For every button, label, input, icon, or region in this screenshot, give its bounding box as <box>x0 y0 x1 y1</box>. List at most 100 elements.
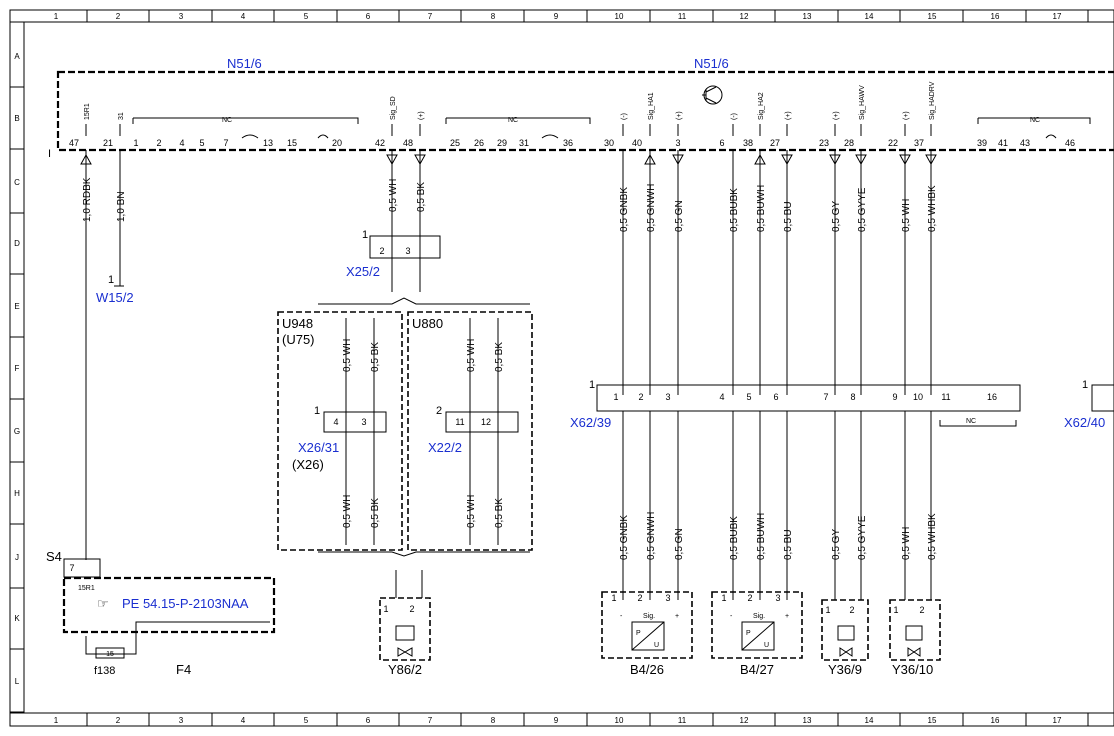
x22-2-num: 2 <box>436 405 442 417</box>
grid-row: G <box>14 427 20 436</box>
module-pin: 31 <box>519 138 529 148</box>
grid-col-top: 16 <box>991 12 1000 21</box>
x62-40-label: X62/40 <box>1064 415 1105 430</box>
x22-2-pin-b: 12 <box>481 417 491 427</box>
module-signal-label: Sig_HA2 <box>758 92 765 120</box>
wire-label: 0,5 BU <box>783 201 794 232</box>
grid-col-top: 6 <box>366 12 371 21</box>
u948-label: U948 <box>282 316 313 331</box>
x26-31-label: X26/31 <box>298 440 339 455</box>
grid-col-top: 11 <box>678 12 687 21</box>
b4-26-mark-1: - <box>620 613 623 620</box>
b4-27-pin-1: 1 <box>721 593 726 603</box>
module-pin: 40 <box>632 138 642 148</box>
y36-9-pin-2: 2 <box>849 605 854 615</box>
module-pin: 27 <box>770 138 780 148</box>
b4-26-pin-1: 1 <box>611 593 616 603</box>
module-pin: 42 <box>375 138 385 148</box>
b4-27-pin-2: 2 <box>747 593 752 603</box>
wire-label: 0,5 GYYE <box>857 187 868 232</box>
b4-26-label: B4/26 <box>630 662 664 677</box>
module-signal-label: (-) <box>621 113 628 120</box>
x62-39-nc: NC <box>966 418 976 425</box>
module-pin: 13 <box>263 138 273 148</box>
w15-2-label: W15/2 <box>96 290 134 305</box>
module-pin: 2 <box>156 138 161 148</box>
x25-2-pin-b: 3 <box>405 246 410 256</box>
wire-label: 0,5 WH <box>342 495 353 528</box>
wire-label: 0,5 GN <box>674 528 685 560</box>
grid-col-bottom: 13 <box>803 716 812 725</box>
module-signal-label: 31 <box>118 112 125 120</box>
module-pin: 15 <box>287 138 297 148</box>
module-pin: 1 <box>133 138 138 148</box>
module-pin: 25 <box>450 138 460 148</box>
b4-26-sym-p: P <box>636 630 641 637</box>
module-pin: 7 <box>223 138 228 148</box>
module-label-right: N51/6 <box>694 56 729 71</box>
module-pin: 3 <box>675 138 680 148</box>
y36-10-pin-2: 2 <box>919 605 924 615</box>
connector-marker: I <box>48 148 51 160</box>
grid-col-top: 8 <box>491 12 496 21</box>
grid-col-bottom: 5 <box>304 716 309 725</box>
grid-row: J <box>15 553 19 562</box>
b4-27-mark-2: Sig. <box>753 613 765 620</box>
x25-2-num: 1 <box>362 229 368 241</box>
grid-col-bottom: 10 <box>615 716 624 725</box>
grid-row: E <box>14 302 19 311</box>
wire-label: 1,0 RDBK <box>82 177 93 222</box>
module-pin: 6 <box>719 138 724 148</box>
grid-col-top: 2 <box>116 12 121 21</box>
wire-label: 0,5 WHBK <box>927 513 938 560</box>
b4-26-mark-3: + <box>675 613 679 620</box>
module-signal-label: Sig_HAWV <box>859 85 866 120</box>
x62-39-pin: 11 <box>941 392 950 402</box>
grid-row: H <box>14 489 20 498</box>
wire-label: 0,5 BUWH <box>756 185 767 232</box>
nc-label-2: NC <box>508 117 518 124</box>
b4-27-label: B4/27 <box>740 662 774 677</box>
x25-2-pin-a: 2 <box>379 246 384 256</box>
wire-label: 0,5 BUWH <box>756 513 767 560</box>
wire-label: 0,5 BU <box>783 529 794 560</box>
connector-x26-31: 1 4 3 X26/31 (X26) <box>292 405 387 472</box>
y86-2-pin-2: 2 <box>409 604 414 614</box>
f138-label: f138 <box>94 665 115 677</box>
x62-39-pin: 10 <box>913 392 923 402</box>
grid-col-bottom: 6 <box>366 716 371 725</box>
grid-col-top: 13 <box>803 12 812 21</box>
x62-40-num: 1 <box>1082 379 1088 391</box>
module-pin: 23 <box>819 138 829 148</box>
x62-39-label: X62/39 <box>570 415 611 430</box>
wire-label: 0,5 BK <box>416 182 427 212</box>
b4-27-mark-1: - <box>730 613 733 620</box>
nc-label-1: NC <box>222 117 232 124</box>
wire-label: 0,5 WH <box>901 527 912 560</box>
grid-col-bottom: 12 <box>740 716 749 725</box>
grid-col-bottom: 16 <box>991 716 1000 725</box>
wire-label: 0,5 BK <box>494 498 505 528</box>
module-signal-label: 15R1 <box>84 103 91 120</box>
grid-col-top: 10 <box>615 12 624 21</box>
wire-label: 0,5 GY <box>831 529 842 560</box>
grid-row: C <box>14 178 20 187</box>
grid-col-bottom: 9 <box>554 716 559 725</box>
switch-s4: S4 7 15R1 ☞ PE 54.15-P-2103NAA 15 f138 F… <box>46 549 276 677</box>
ref-link[interactable]: PE 54.15-P-2103NAA <box>122 596 249 611</box>
module-signal-label: (+) <box>785 111 792 120</box>
x22-2-label: X22/2 <box>428 440 462 455</box>
b4-27-mark-3: + <box>785 613 789 620</box>
grid-col-top: 5 <box>304 12 309 21</box>
module-pin: 41 <box>998 138 1008 148</box>
x26-31-num: 1 <box>314 405 320 417</box>
b4-27-pin-3: 3 <box>775 593 780 603</box>
grid-col-bottom: 15 <box>928 716 937 725</box>
fuse-num: 15 <box>106 651 114 658</box>
grid-col-top: 17 <box>1053 12 1062 21</box>
y36-10-pin-1: 1 <box>893 605 898 615</box>
sensor-b4-26: 1 2 3 - Sig. + P U B4/26 <box>601 591 693 677</box>
module-u880: U880 <box>407 311 533 551</box>
module-u948: U948 (U75) <box>277 311 403 551</box>
u880-label: U880 <box>412 316 443 331</box>
